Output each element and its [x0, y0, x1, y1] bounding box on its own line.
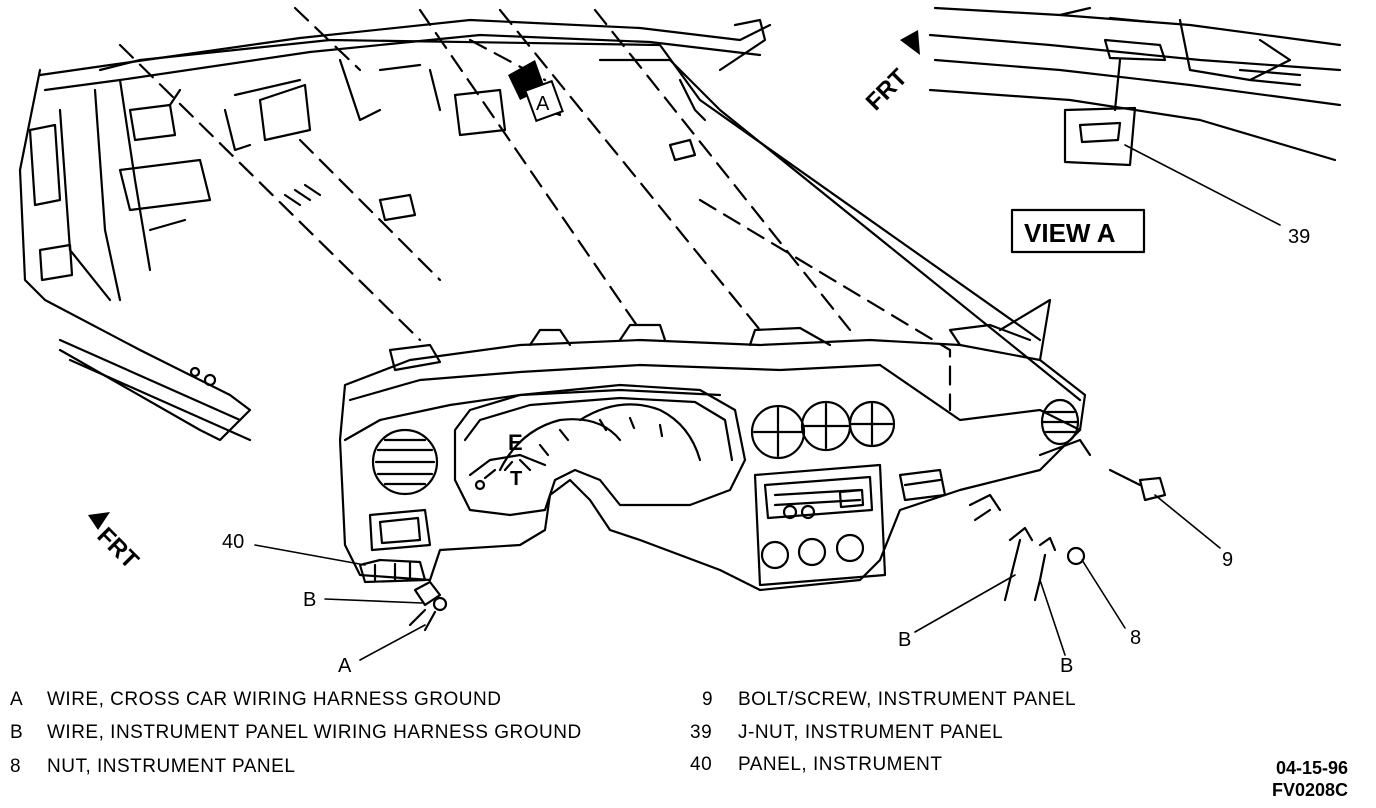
legend-key: B	[10, 722, 24, 743]
legend-key: 8	[10, 756, 22, 777]
callout-a-view: A	[536, 93, 550, 115]
legend-text: PANEL, INSTRUMENT	[738, 754, 943, 775]
legend-key: 39	[690, 722, 713, 743]
callout-b-left: B	[303, 589, 316, 611]
legend-row: 9 BOLT/SCREW, INSTRUMENT PANEL	[690, 688, 1150, 712]
callout-8: 8	[1130, 627, 1141, 649]
legend-row: B WIRE, INSTRUMENT PANEL WIRING HARNESS …	[10, 721, 670, 745]
legend-text: WIRE, CROSS CAR WIRING HARNESS GROUND	[47, 689, 502, 710]
callout-b-right-1: B	[898, 629, 911, 651]
legend-row: 8 NUT, INSTRUMENT PANEL	[10, 755, 670, 779]
figure-code: FV0208C	[1271, 780, 1348, 800]
legend-row: 40 PANEL, INSTRUMENT	[690, 753, 1150, 777]
frt-label-top: FRT	[861, 64, 913, 116]
legend-row: A WIRE, CROSS CAR WIRING HARNESS GROUND	[10, 688, 670, 712]
callout-9: 9	[1222, 549, 1233, 571]
revision-date: 04-15-96	[1275, 758, 1348, 778]
callout-39: 39	[1288, 226, 1310, 248]
view-a-label: VIEW A	[1024, 218, 1116, 248]
gauge-t-glyph: T	[510, 468, 522, 490]
callout-b-right-2: B	[1060, 655, 1073, 677]
instrument-panel-body	[338, 298, 1092, 592]
legend-text: BOLT/SCREW, INSTRUMENT PANEL	[738, 689, 1077, 710]
legend-key: 9	[702, 689, 714, 710]
legend-key: 40	[690, 754, 713, 775]
cowl-structure	[18, 18, 1082, 442]
legend-left: A WIRE, CROSS CAR WIRING HARNESS GROUND …	[10, 688, 670, 784]
leader-lines	[254, 144, 1281, 661]
view-a-marker: A	[508, 60, 564, 123]
legend-right: 9 BOLT/SCREW, INSTRUMENT PANEL 39 J-NUT,…	[690, 688, 1150, 784]
callout-a-left: A	[338, 655, 352, 677]
dashed-locator-lines	[118, 6, 952, 412]
legend-text: WIRE, INSTRUMENT PANEL WIRING HARNESS GR…	[47, 722, 582, 743]
legend-key: A	[10, 689, 24, 710]
view-a-inset	[928, 6, 1342, 254]
legend-row: 39 J-NUT, INSTRUMENT PANEL	[690, 721, 1150, 745]
legend-text: J-NUT, INSTRUMENT PANEL	[738, 722, 1004, 743]
front-arrow-top: FRT	[861, 30, 920, 116]
callout-40: 40	[222, 531, 244, 553]
front-arrow-bottom: FRT	[88, 512, 144, 575]
gauge-e-glyph: E	[508, 430, 523, 455]
legend-text: NUT, INSTRUMENT PANEL	[47, 756, 296, 777]
frt-label-bottom: FRT	[92, 522, 144, 574]
